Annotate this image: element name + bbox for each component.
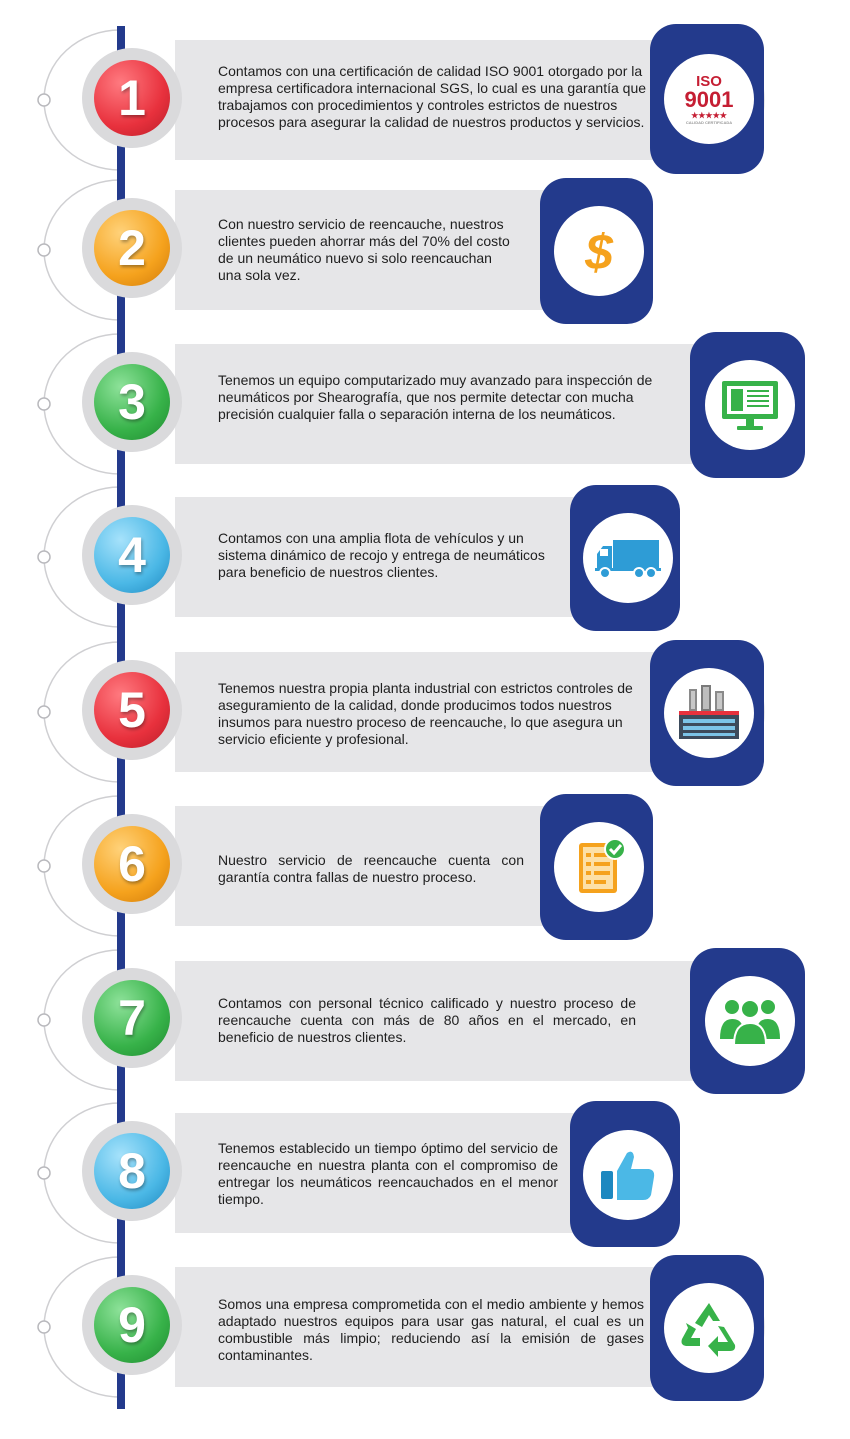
iso-number: 9001 bbox=[684, 86, 734, 112]
iso-label: ISO bbox=[696, 72, 722, 90]
item-text-1: Contamos con una certificación de calida… bbox=[218, 63, 647, 130]
recycle-icon bbox=[681, 1303, 736, 1357]
timeline-dot-7 bbox=[37, 1013, 51, 1027]
timeline-dot-6 bbox=[37, 859, 51, 873]
iso-caption: CALIDAD CERTIFICADA bbox=[685, 119, 733, 125]
number-4: 4 bbox=[94, 517, 170, 593]
item-text-4: Contamos con una amplia flota de vehícul… bbox=[218, 530, 545, 580]
number-badge-8: 8 bbox=[82, 1121, 182, 1221]
number-badge-7: 7 bbox=[82, 968, 182, 1068]
iso-stars: ★★★★★ bbox=[691, 110, 727, 120]
number-badge-5: 5 bbox=[82, 660, 182, 760]
timeline-dot-4 bbox=[37, 550, 51, 564]
timeline-dot-5 bbox=[37, 705, 51, 719]
number-badge-4: 4 bbox=[82, 505, 182, 605]
number-5: 5 bbox=[94, 672, 170, 748]
item-text-5: Tenemos nuestra propia planta industrial… bbox=[218, 680, 633, 747]
icon-circle-9 bbox=[664, 1283, 754, 1373]
factory-building-icon bbox=[679, 685, 739, 739]
number-6: 6 bbox=[94, 826, 170, 902]
timeline-dot-2 bbox=[37, 243, 51, 257]
delivery-truck-icon bbox=[595, 540, 661, 579]
icon-circle-2: $ bbox=[554, 206, 644, 296]
computer-monitor-icon bbox=[722, 381, 778, 430]
item-text-3: Tenemos un equipo computarizado muy avan… bbox=[218, 372, 653, 422]
icon-circle-3 bbox=[705, 360, 795, 450]
item-text-6: Nuestro servicio de reencauche cuenta co… bbox=[218, 852, 524, 885]
number-2: 2 bbox=[94, 210, 170, 286]
number-badge-1: 1 bbox=[82, 48, 182, 148]
number-badge-9: 9 bbox=[82, 1275, 182, 1375]
number-badge-2: 2 bbox=[82, 198, 182, 298]
timeline-dot-3 bbox=[37, 397, 51, 411]
thumbs-up-icon bbox=[601, 1151, 655, 1200]
team-people-icon bbox=[720, 999, 780, 1046]
dollar-sign-icon: $ bbox=[584, 224, 614, 280]
number-8: 8 bbox=[94, 1133, 170, 1209]
number-9: 9 bbox=[94, 1287, 170, 1363]
svg-text:$: $ bbox=[584, 224, 614, 280]
checklist-approved-icon bbox=[579, 838, 626, 893]
item-text-7: Contamos con personal técnico calificado… bbox=[218, 995, 636, 1045]
icon-circle-6 bbox=[554, 822, 644, 912]
icon-circle-7 bbox=[705, 976, 795, 1066]
item-text-8: Tenemos establecido un tiempo óptimo del… bbox=[218, 1140, 558, 1207]
number-1: 1 bbox=[94, 60, 170, 136]
timeline-dot-8 bbox=[37, 1166, 51, 1180]
number-3: 3 bbox=[94, 364, 170, 440]
item-text-2: Con nuestro servicio de reencauche, nues… bbox=[218, 216, 510, 283]
icon-circle-4 bbox=[583, 513, 673, 603]
item-text-9: Somos una empresa comprometida con el me… bbox=[218, 1296, 644, 1363]
iso-9001-badge-icon: ISO 9001 ★★★★★ CALIDAD CERTIFICADA bbox=[670, 74, 748, 125]
icon-circle-8 bbox=[583, 1130, 673, 1220]
number-7: 7 bbox=[94, 980, 170, 1056]
number-badge-3: 3 bbox=[82, 352, 182, 452]
timeline-dot-1 bbox=[37, 93, 51, 107]
icon-circle-5 bbox=[664, 668, 754, 758]
icon-circle-1: ISO 9001 ★★★★★ CALIDAD CERTIFICADA bbox=[664, 54, 754, 144]
timeline-dot-9 bbox=[37, 1320, 51, 1334]
number-badge-6: 6 bbox=[82, 814, 182, 914]
